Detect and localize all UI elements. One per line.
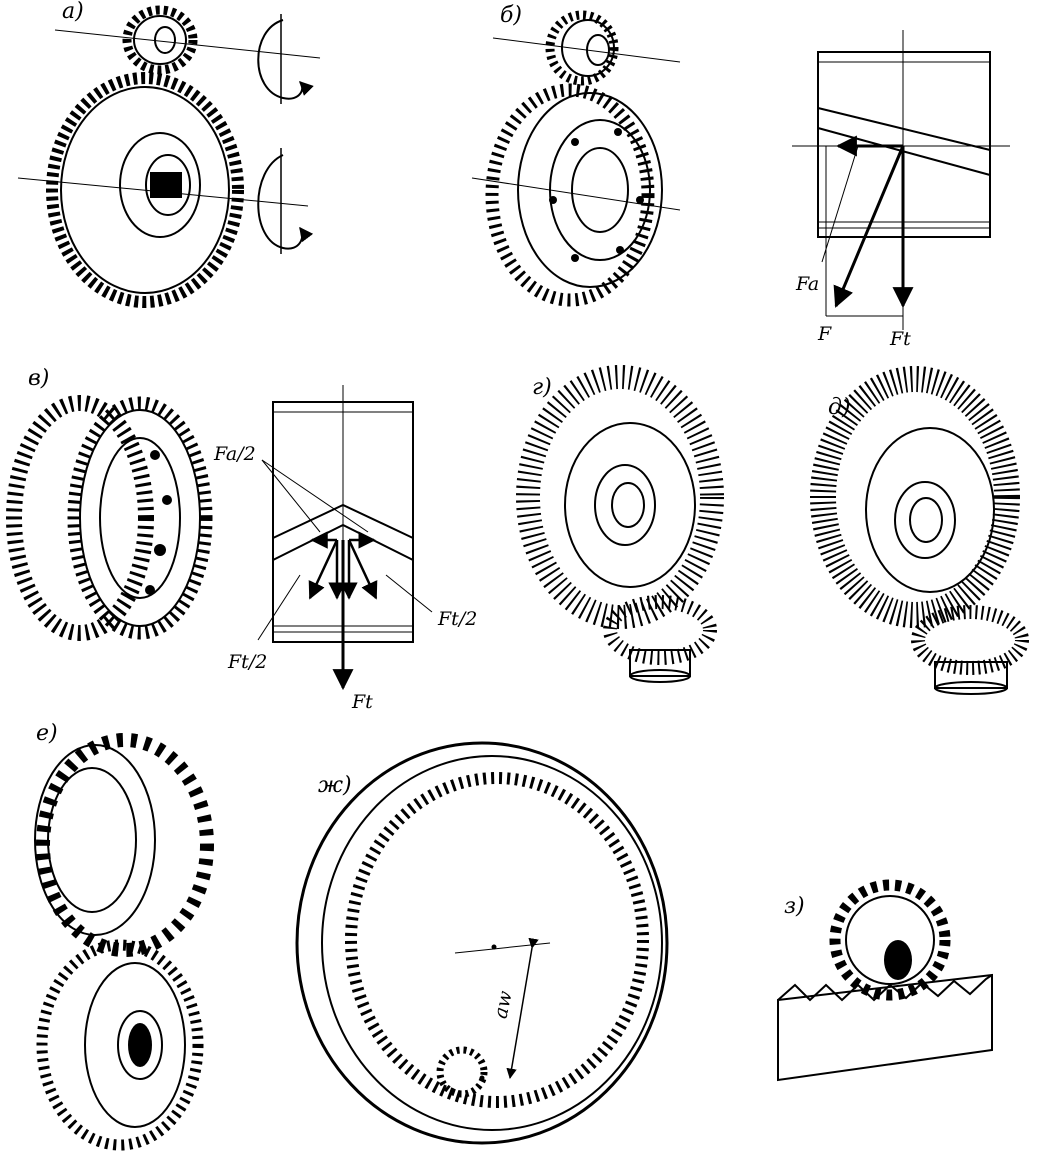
panel-label-g: г) [532, 375, 552, 400]
label-aw: aw [490, 989, 517, 1021]
ring-outer-rim [295, 741, 669, 1145]
helical-gear-pair: б) [471, 3, 681, 307]
straight-bevel-gear-pair: г) [516, 365, 724, 683]
panel-label-e: е) [36, 721, 58, 746]
internal-pinion [436, 1046, 488, 1098]
helical-force-diagram: Fa F Ft [792, 30, 1010, 350]
panel-label-d: д) [828, 395, 851, 420]
rack-pinion [829, 879, 951, 1001]
rotation-arrow-bottom [257, 148, 314, 254]
spur-gear-pair: а) [17, 0, 321, 308]
pinion-axis-line [54, 29, 321, 59]
rack-and-pinion: з) [777, 879, 993, 1082]
spiral-bevel-gear-pair: д) [810, 366, 1029, 695]
spur-pinion [122, 5, 198, 75]
panel-label-z: з) [784, 894, 805, 919]
spur-large-gear [46, 72, 244, 308]
label-Fa: Fa [795, 273, 819, 295]
helical-pinion [545, 10, 619, 86]
panel-label-b: б) [500, 3, 522, 28]
label-Ft-total: Ft [351, 691, 373, 713]
label-F: F [817, 323, 832, 345]
crossed-helical-gear-pair: е) [34, 721, 214, 1151]
panel-label-v: в) [28, 366, 49, 391]
herringbone-force-diagram: Fa/2 Ft/2 Ft/2 Ft [213, 385, 477, 713]
center-distance-dimension [506, 937, 539, 1080]
label-Ft-half-left: Ft/2 [227, 651, 267, 673]
label-Fa-half: Fa/2 [213, 443, 256, 465]
herringbone-gear: в) [6, 366, 213, 641]
label-Ft: Ft [889, 328, 911, 350]
helical-large-gear [485, 83, 663, 307]
internal-gear: aw ж) [295, 741, 669, 1145]
ring-internal-teeth [345, 772, 649, 1108]
resultant-force-arrow [833, 145, 905, 308]
panel-label-zh: ж) [318, 773, 352, 798]
helix-line-upper [817, 107, 991, 151]
panel-label-a: а) [62, 0, 84, 24]
label-Ft-half-right: Ft/2 [437, 608, 477, 630]
rotation-arrow-top [257, 14, 314, 104]
